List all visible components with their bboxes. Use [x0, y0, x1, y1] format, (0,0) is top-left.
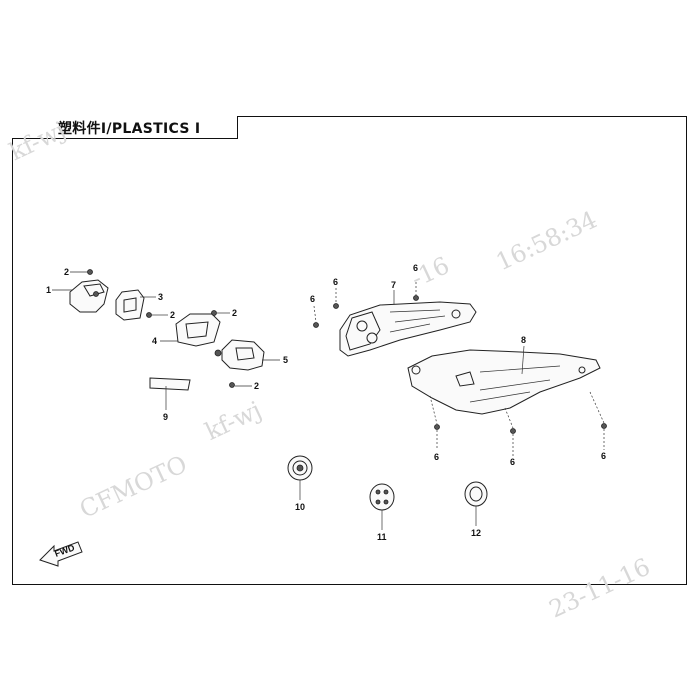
- part-1-cover: [69, 279, 109, 313]
- callout-11: 11: [377, 532, 387, 542]
- diagram-title: 塑料件Ⅰ/PLASTICS Ⅰ: [58, 121, 201, 137]
- callout-2: 2: [232, 308, 237, 318]
- part-7-side-panel: [339, 301, 477, 357]
- callout-6: 6: [601, 451, 606, 461]
- callout-6: 6: [333, 277, 338, 287]
- screw-6d: [434, 424, 440, 430]
- callout-12: 12: [471, 528, 481, 538]
- callout-6: 6: [413, 263, 418, 273]
- part-5-housing: [214, 339, 265, 371]
- callout-3: 3: [158, 292, 163, 302]
- part-8-side-panel: [407, 349, 601, 415]
- watermark-text: kf-wj: [201, 396, 266, 446]
- callouts: 1 2 3 2 2 4 5 2 9 6 6 7 6 8 6 6 6 10 11 …: [46, 263, 606, 542]
- watermark-text: kf-wj: [5, 116, 70, 166]
- watermark-text: 16:58:34: [492, 205, 602, 276]
- callout-10: 10: [295, 502, 305, 512]
- screw-2d: [229, 382, 235, 388]
- watermark-text: 23-11-16: [545, 553, 655, 624]
- callout-6: 6: [510, 457, 515, 467]
- screw-6f: [601, 423, 607, 429]
- callout-1: 1: [46, 285, 51, 295]
- part-9-pad: [149, 377, 191, 391]
- part-12-grommet: [464, 481, 488, 507]
- diagram-frame: [12, 116, 687, 585]
- screw-6e: [510, 428, 516, 434]
- callout-8: 8: [521, 335, 526, 345]
- screw-2b: [146, 312, 152, 318]
- callout-2: 2: [170, 310, 175, 320]
- screw-6b: [313, 322, 319, 328]
- screw-2c: [211, 310, 217, 316]
- screw-2a: [87, 269, 93, 275]
- part-3-bracket: [115, 289, 145, 321]
- callout-2: 2: [64, 267, 69, 277]
- callout-6: 6: [434, 452, 439, 462]
- watermark-text: CFMOTO: [75, 450, 191, 524]
- part-11-grommet: [369, 483, 395, 511]
- callout-9: 9: [163, 412, 168, 422]
- screw-6c: [413, 295, 419, 301]
- callout-7: 7: [391, 280, 396, 290]
- title-box: [12, 116, 238, 139]
- forward-arrow-icon: FWD: [39, 541, 83, 567]
- leader-lines: [52, 271, 605, 530]
- callout-4: 4: [152, 336, 157, 346]
- screw-6a: [333, 303, 339, 309]
- callout-2: 2: [254, 381, 259, 391]
- callout-6: 6: [310, 294, 315, 304]
- part-10-grommet: [287, 455, 313, 481]
- callout-5: 5: [283, 355, 288, 365]
- part-4-frame: [175, 313, 221, 347]
